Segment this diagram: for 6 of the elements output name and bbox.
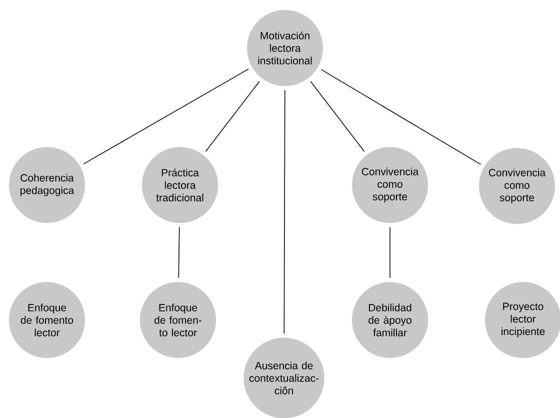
connector-line <box>310 81 365 152</box>
connector-line <box>320 69 482 165</box>
connector-line <box>284 90 286 334</box>
connector-line <box>205 81 260 152</box>
connector-line <box>178 226 180 278</box>
connector-line <box>83 68 249 164</box>
